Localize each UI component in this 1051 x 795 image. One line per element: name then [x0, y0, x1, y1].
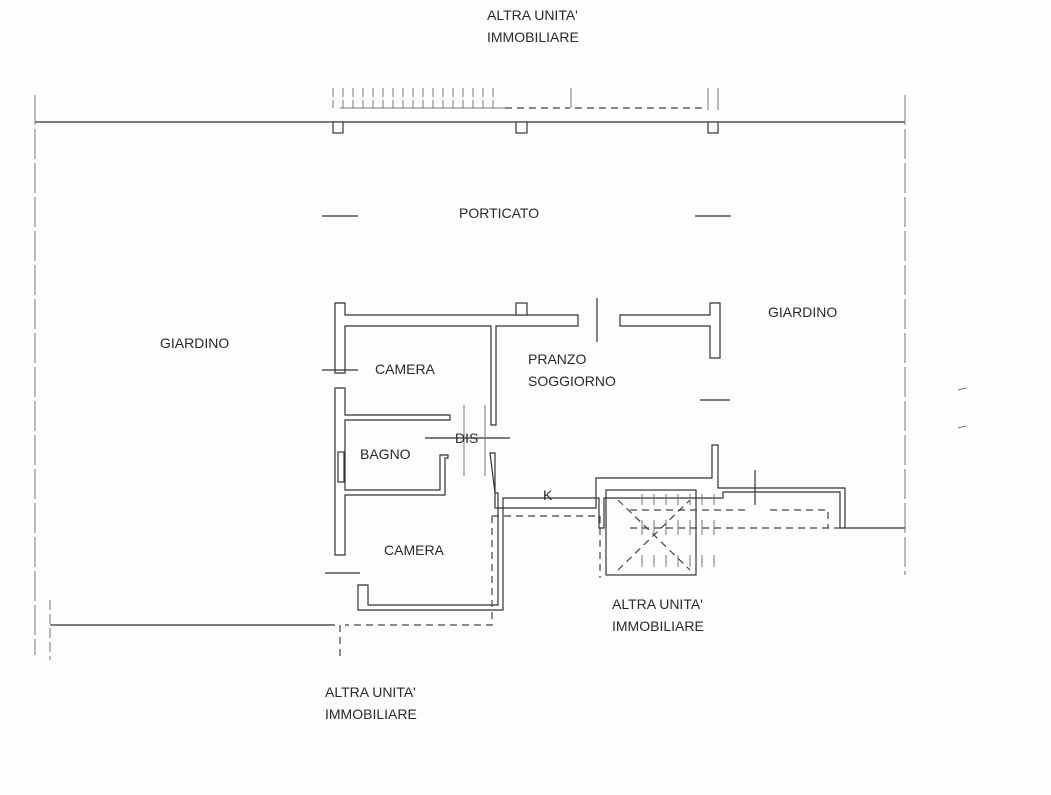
- label-other-unit-right-1: ALTRA UNITA': [612, 596, 703, 612]
- label-garden-right: GIARDINO: [768, 304, 837, 320]
- walls: [322, 298, 846, 660]
- top-neighbour-hatch: [332, 88, 719, 110]
- label-other-unit-right-2: IMMOBILIARE: [612, 618, 704, 634]
- label-kitchen: K: [543, 487, 553, 503]
- label-living: SOGGIORNO: [528, 373, 616, 389]
- staircase: [605, 489, 840, 576]
- label-bedroom-2: CAMERA: [384, 542, 445, 558]
- label-hallway: DIS: [455, 430, 478, 446]
- label-other-unit-bottom-1: ALTRA UNITA': [325, 684, 416, 700]
- label-garden-left: GIARDINO: [160, 335, 229, 351]
- label-bedroom-1: CAMERA: [375, 361, 436, 377]
- label-other-unit-top-1: ALTRA UNITA': [487, 7, 578, 23]
- label-other-unit-bottom-2: IMMOBILIARE: [325, 706, 417, 722]
- label-bathroom: BAGNO: [360, 446, 411, 462]
- label-dining: PRANZO: [528, 351, 586, 367]
- label-other-unit-top-2: IMMOBILIARE: [487, 29, 579, 45]
- site-boundary: [34, 95, 906, 660]
- edge-marks: [957, 387, 967, 429]
- porch-pillars: [332, 121, 719, 134]
- label-porticato: PORTICATO: [459, 205, 539, 221]
